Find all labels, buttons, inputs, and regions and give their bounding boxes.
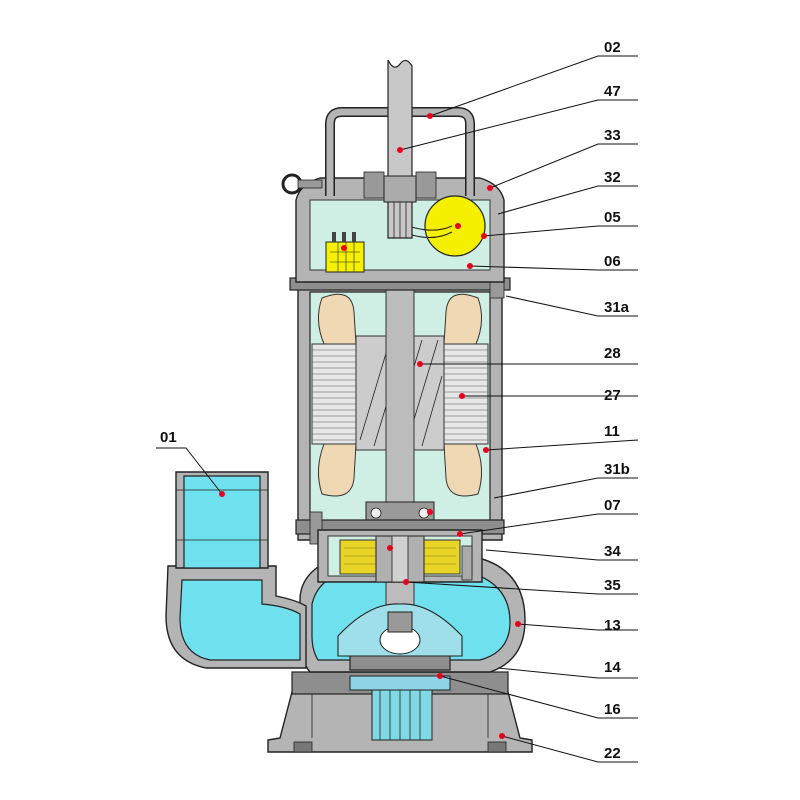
callout-06: 06: [604, 253, 621, 270]
stator-laminations: [312, 349, 488, 441]
callout-31a: 31a: [604, 299, 630, 316]
callout-16: 16: [604, 701, 621, 718]
callout-22: 22: [604, 745, 621, 762]
callout-32: 32: [604, 169, 621, 186]
callout-14: 14: [604, 659, 621, 676]
callout-33: 33: [604, 127, 621, 144]
callout-11: 11: [604, 423, 620, 440]
callout-05: 05: [604, 209, 621, 226]
winding-upper-right: [443, 293, 482, 345]
callout-28: 28: [604, 345, 621, 362]
callout-leaders: [156, 55, 639, 763]
seal-chamber: [317, 529, 483, 583]
callout-13: 13: [604, 617, 621, 634]
wear-ring: [349, 675, 451, 691]
callout-35: 35: [604, 577, 621, 594]
winding-lower-right: [443, 443, 482, 497]
callout-02: 02: [604, 39, 621, 56]
callout-31b: 31b: [604, 461, 630, 478]
winding-upper-left: [318, 293, 357, 345]
callout-34: 34: [604, 543, 621, 560]
callout-47: 47: [604, 83, 621, 100]
impeller: [337, 603, 463, 691]
callout-01: 01: [160, 429, 177, 446]
discharge-elbow: [165, 471, 307, 669]
callout-labels: 02 47 33 32 05 06 31a 28 27 11 31b 07 34…: [160, 39, 630, 762]
callout-07: 07: [604, 497, 621, 514]
winding-lower-left: [318, 443, 357, 497]
callout-27: 27: [604, 387, 621, 404]
